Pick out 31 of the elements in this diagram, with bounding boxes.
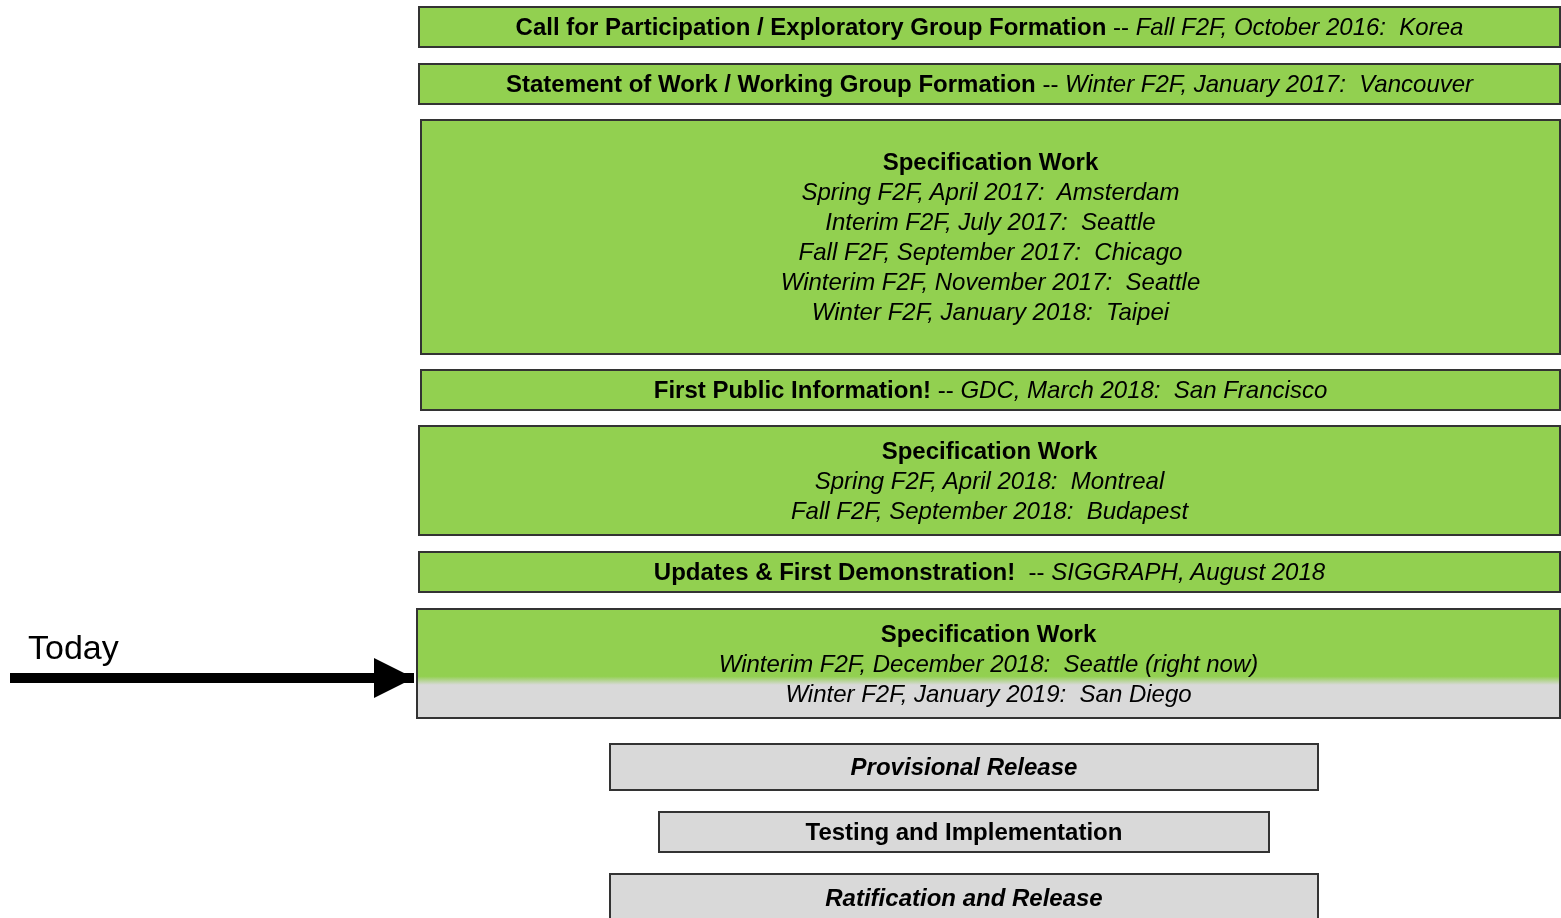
stage-title: Ratification and Release bbox=[825, 883, 1103, 913]
stage-title: First Public Information! -- GDC, March 2018: San Francisco bbox=[653, 375, 1328, 405]
meeting-line: Fall F2F, September 2018: Budapest bbox=[790, 495, 1189, 526]
stage-box bbox=[658, 811, 1270, 853]
stage-box bbox=[418, 63, 1561, 105]
stage-title: Updates & First Demonstration! -- SIGGRAPH, August 2018 bbox=[653, 557, 1326, 587]
stage-box bbox=[418, 551, 1561, 593]
meeting-line: Winter F2F, January 2018: Taipei bbox=[811, 297, 1170, 327]
meeting-line: Winterim F2F, December 2018: Seattle (right now) bbox=[718, 648, 1259, 679]
meeting-line: Winterim F2F, November 2017: Seattle bbox=[780, 267, 1201, 297]
meeting-line: Spring F2F, April 2018: Montreal bbox=[814, 465, 1165, 496]
stage-box bbox=[609, 743, 1319, 791]
stage-box bbox=[420, 369, 1561, 411]
arrow bbox=[10, 658, 414, 698]
meeting-line: Fall F2F, September 2017: Chicago bbox=[798, 237, 1183, 267]
meeting-line: Interim F2F, July 2017: Seattle bbox=[825, 207, 1156, 237]
stage-title: Statement of Work / Working Group Formation -- Winter F2F, January 2017: Vancouver bbox=[505, 69, 1474, 99]
stage-box bbox=[420, 119, 1561, 355]
stage-box bbox=[418, 425, 1561, 536]
section-heading: Specification Work bbox=[880, 618, 1097, 649]
meeting-line: Spring F2F, April 2017: Amsterdam bbox=[801, 177, 1180, 207]
stage-title: Testing and Implementation bbox=[805, 817, 1123, 847]
stage-title: Provisional Release bbox=[850, 752, 1078, 782]
stage-box bbox=[416, 608, 1561, 719]
meeting-line: Winter F2F, January 2019: San Diego bbox=[785, 678, 1192, 709]
stage-title: Call for Participation / Exploratory Group Formation -- Fall F2F, October 2016: Korea bbox=[515, 12, 1464, 42]
section-heading: Specification Work bbox=[881, 435, 1098, 466]
section-heading: Specification Work bbox=[882, 147, 1099, 177]
stage-box bbox=[418, 6, 1561, 48]
edge-label: Today bbox=[28, 628, 119, 667]
stage-box bbox=[609, 873, 1319, 918]
